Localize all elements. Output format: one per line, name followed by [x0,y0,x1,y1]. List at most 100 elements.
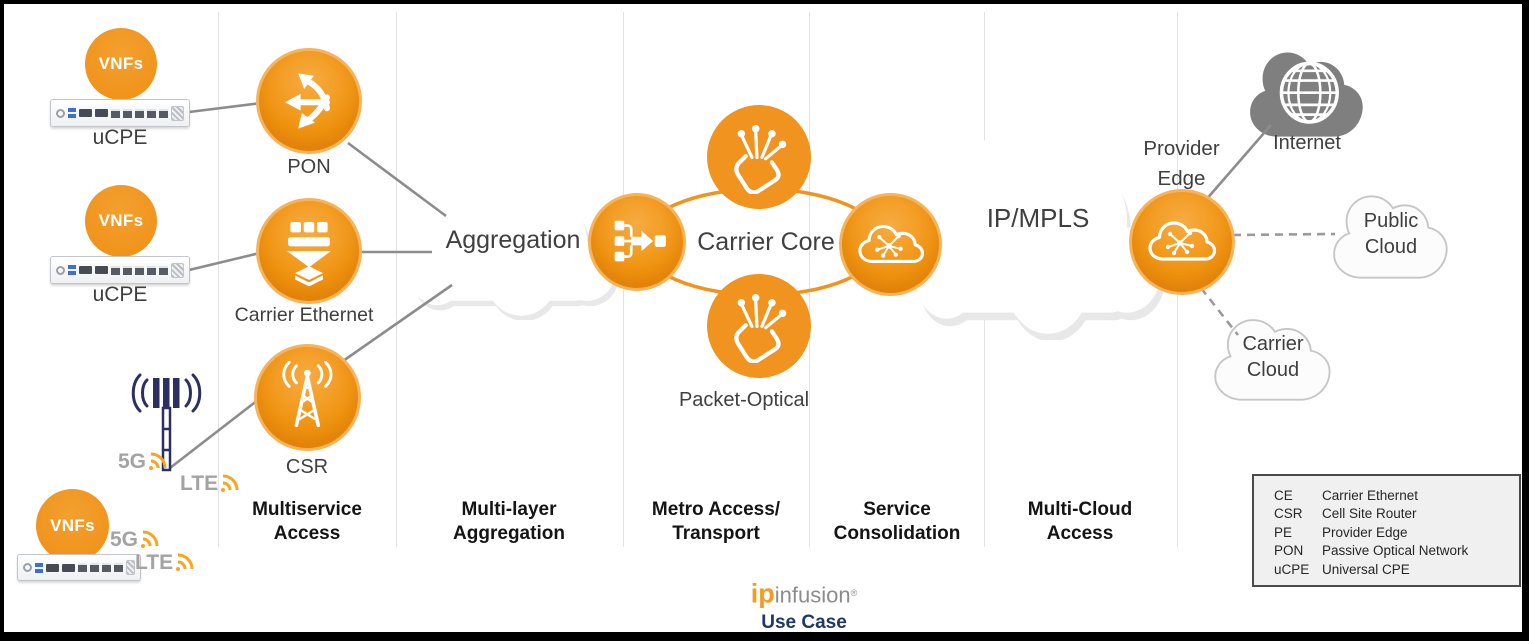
legend-abbr: CE [1274,488,1293,503]
signal-arcs-icon [176,553,194,571]
cloud-network-icon [857,224,924,263]
radio-badge-lte: LTE [135,551,196,575]
ucpe-label-2: uCPE [92,283,148,306]
internet-cloud [1242,44,1372,139]
legend-name: Passive Optical Network [1322,543,1469,559]
public-cloud-line1: Public [1363,210,1419,232]
column-divider [809,12,810,547]
csr-node [254,344,361,451]
carrier-cloud-line1: Carrier [1242,333,1304,355]
fiber-optic-icon [733,124,786,195]
provider-edge-label: Provider Edge [1124,134,1239,194]
packet-optical-node-top [707,105,811,209]
signal-arcs-icon [149,452,167,470]
pon-label: PON [287,156,331,178]
column-label-line: Multiservice [252,499,362,520]
column-label-service-consolidation: Service Consolidation [782,498,1012,546]
pon-splitter-icon [285,73,330,129]
pon-node [256,48,362,154]
column-label-line: Multi-layer [461,499,557,520]
aggregation-cloud: Aggregation [400,160,626,320]
logo-ip: ip [750,578,775,609]
use-case-caption: Use Case [761,612,847,634]
provider-edge-node [1129,189,1235,295]
cloud-network-icon [1148,221,1217,261]
aggregation-icon [614,220,666,262]
vnfs-badge-3: VNFs [36,489,109,562]
ucpe-device-2 [50,256,190,284]
provider-edge-line2: Edge [1157,167,1206,190]
signal-arcs-icon [141,530,159,548]
column-label-metro-access-transport: Metro Access/ Transport [601,498,831,546]
column-label-multilayer-aggregation: Multi-layer Aggregation [394,498,624,546]
internet-cloud-shape [1250,52,1363,137]
ipinfusion-logo: ipinfusion® Use Case [704,580,904,634]
cloud-shape [412,177,619,320]
packet-optical-label: Packet-Optical [678,389,810,411]
logo-wordmark: ipinfusion® [704,580,904,611]
column-label-multiservice-access: Multiservice Access [192,498,422,546]
logo-infusion: infusion [774,582,851,608]
legend-row: uCPE Universal CPE [1274,561,1519,579]
internet-label: Internet [1273,132,1341,154]
column-label-line: Metro Access/ [651,499,781,520]
legend-row: CSR Cell Site Router [1274,505,1519,523]
column-label-line: Multi-Cloud [1027,499,1133,520]
carrier-ethernet-label: Carrier Ethernet [234,304,374,326]
csr-label: CSR [285,456,329,478]
legend-row: PE Provider Edge [1274,524,1519,542]
vnfs-label: VNFs [98,211,144,230]
column-label-line: Access [1046,523,1114,544]
fiber-optic-icon [733,293,786,364]
legend-name: Cell Site Router [1322,506,1417,522]
column-divider [396,12,397,547]
carrier-cloud: Carrier Cloud [1207,312,1339,402]
legend-box: CE Carrier Ethernet CSR Cell Site Router… [1252,474,1521,587]
ucpe-device-3 [17,554,141,581]
legend-name: Universal CPE [1322,561,1410,577]
vnfs-badge-1: VNFs [85,28,157,100]
metro-aggregation-node [588,193,686,291]
column-label-line: Access [273,523,341,544]
public-cloud: Public Cloud [1326,188,1456,280]
vnfs-label: VNFs [50,515,95,535]
legend-name: Carrier Ethernet [1322,488,1419,503]
radio-badge-5g: 5G [118,450,169,474]
logo-registered-mark: ® [850,588,858,598]
legend-abbr: uCPE [1274,561,1310,577]
vnfs-badge-2: VNFs [85,185,157,257]
column-label-line: Service [863,499,931,520]
cloud-shape [1214,319,1331,401]
ucpe-label-1: uCPE [92,126,148,149]
public-cloud-line2: Cloud [1364,236,1418,258]
column-label-line: Transport [672,523,760,544]
cell-tower-icon [282,361,333,428]
column-label-line: Consolidation [833,523,961,544]
cloud-shape [1333,195,1448,279]
globe-icon [1279,61,1339,124]
column-label-multicloud-access: Multi-Cloud Access [965,498,1195,546]
lte-label: LTE [180,472,219,495]
legend-name: Provider Edge [1322,524,1408,540]
carrier-ethernet-node [256,198,362,304]
column-divider [218,12,219,547]
packet-optical-node-bottom [707,274,811,378]
carrier-cloud-line2: Cloud [1246,359,1300,381]
radio-badge-lte: LTE [180,472,241,496]
lte-label: LTE [135,551,174,574]
5g-label: 5G [118,450,147,473]
legend-abbr: PON [1274,543,1304,559]
legend-abbr: PE [1274,524,1293,540]
legend-row: PON Passive Optical Network [1274,542,1519,560]
5g-label: 5G [110,528,139,551]
signal-arcs-icon [221,474,239,492]
radio-badge-5g: 5G [110,528,161,552]
ip-mpls-label: IP/MPLS [986,202,1090,233]
aggregation-label: Aggregation [445,225,581,254]
vnfs-label: VNFs [98,54,144,73]
carrier-ethernet-icon [286,221,332,287]
column-label-line: Aggregation [453,523,565,544]
ucpe-device-1 [50,99,190,127]
public-cloud-label: Public Cloud [1326,188,1456,280]
